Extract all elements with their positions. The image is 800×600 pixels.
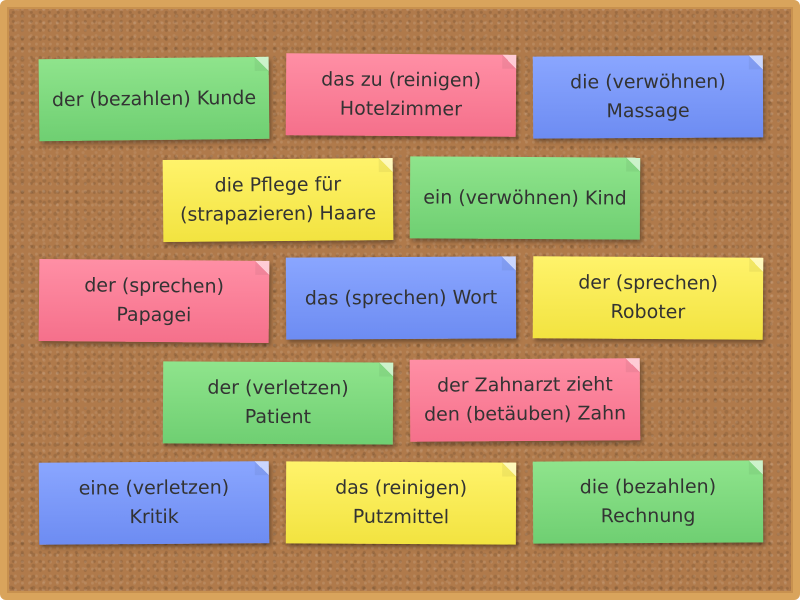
card-der-bezahlen-kunde[interactable]: der (bezahlen) Kunde — [38, 56, 270, 142]
card-text: eine (verletzen) Kritik — [78, 476, 230, 529]
card-der-verletzen-patient[interactable]: der (verletzen) Patient — [162, 361, 394, 445]
card-eine-verletzen-kritik[interactable]: eine (verletzen) Kritik — [38, 461, 270, 545]
card-text: der (verletzen) Patient — [207, 376, 349, 429]
card-text: die (verwöhnen) Massage — [570, 70, 726, 123]
card-ein-verwoehnen-kind[interactable]: ein (verwöhnen) Kind — [409, 156, 641, 240]
card-text: die Pflege für (strapazieren) Haare — [179, 173, 377, 226]
card-die-pflege-fuer-strapazieren-haare[interactable]: die Pflege für (strapazieren) Haare — [162, 157, 394, 243]
card-text: der (sprechen) Roboter — [578, 271, 719, 324]
card-text: der (bezahlen) Kunde — [51, 86, 257, 111]
card-der-sprechen-roboter[interactable]: der (sprechen) Roboter — [532, 256, 764, 340]
card-text: das zu (reinigen) Hotelzimmer — [321, 68, 482, 121]
card-text: der Zahnarzt zieht den (betäuben) Zahn — [423, 373, 627, 426]
card-die-bezahlen-rechnung[interactable]: die (bezahlen) Rechnung — [532, 460, 764, 544]
card-text: die (bezahlen) Rechnung — [579, 475, 717, 528]
card-das-reinigen-putzmittel[interactable]: das (reinigen) Putzmittel — [285, 461, 517, 545]
card-der-sprechen-papagei[interactable]: der (sprechen) Papagei — [38, 258, 270, 344]
card-der-zahnarzt-zieht-den-betaeuben-zahn[interactable]: der Zahnarzt zieht den (betäuben) Zahn — [409, 358, 641, 442]
card-text: der (sprechen) Papagei — [84, 274, 225, 327]
card-das-sprechen-wort[interactable]: das (sprechen) Wort — [285, 256, 517, 340]
card-die-verwoehnen-massage[interactable]: die (verwöhnen) Massage — [532, 55, 764, 139]
card-text: ein (verwöhnen) Kind — [423, 185, 627, 210]
card-text: das (sprechen) Wort — [304, 285, 498, 310]
card-text: das (reinigen) Putzmittel — [335, 476, 468, 529]
card-das-zu-reinigen-hotelzimmer[interactable]: das zu (reinigen) Hotelzimmer — [285, 53, 517, 137]
